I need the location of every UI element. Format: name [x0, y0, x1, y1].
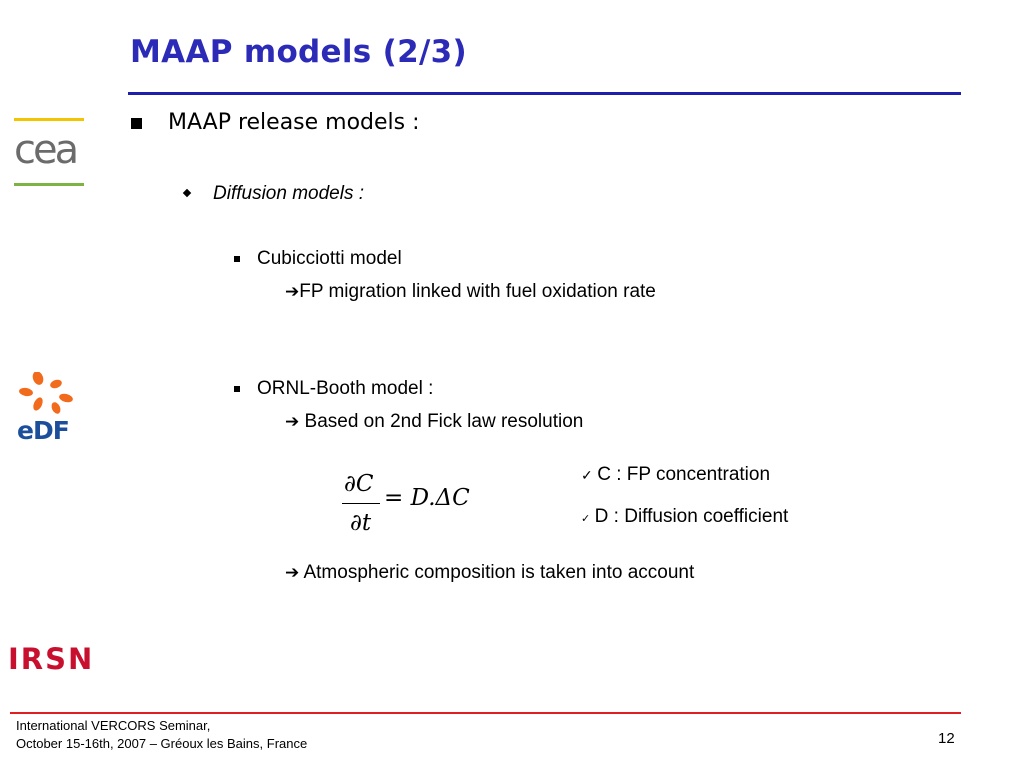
- edf-wordmark: eDF: [17, 416, 70, 445]
- definition-text: C : FP concentration: [597, 464, 771, 485]
- ornl-detail: ➔ Based on 2nd Fick law resolution: [285, 411, 583, 433]
- cea-top-line: [14, 118, 84, 121]
- cea-wordmark: cea: [14, 127, 79, 173]
- footer-line-2: October 15-16th, 2007 – Gréoux les Bains…: [16, 736, 308, 751]
- cea-logo: cea: [14, 116, 86, 190]
- checkmark-icon: ✓: [581, 513, 591, 525]
- ornl-label: ORNL-Booth model :: [257, 378, 434, 399]
- small-square-bullet-icon: [234, 386, 240, 392]
- edf-sun-icon: [19, 372, 73, 414]
- definition-item: ✓ D : Diffusion coefficient: [581, 506, 788, 528]
- small-square-bullet-icon: [234, 256, 240, 262]
- footer-line-1: International VERCORS Seminar,: [16, 718, 211, 733]
- footer-text: International VERCORS Seminar, October 1…: [16, 717, 307, 753]
- footer-divider: [10, 712, 961, 714]
- equation-rhs: = D.ΔC: [384, 485, 470, 511]
- ornl-detail-text: Based on 2nd Fick law resolution: [304, 411, 584, 432]
- equation-denominator: ∂t: [350, 510, 372, 536]
- cubicciotti-detail: ➔FP migration linked with fuel oxidation…: [285, 281, 656, 303]
- arrow-right-icon: ➔: [285, 563, 300, 583]
- arrow-right-icon: ➔: [285, 282, 300, 302]
- diamond-bullet-icon: [182, 188, 192, 198]
- equation-numerator: ∂C: [344, 471, 374, 497]
- definition-item: ✓ C : FP concentration: [581, 464, 770, 486]
- arrow-right-icon: ➔: [285, 412, 300, 432]
- cea-bottom-line: [14, 183, 84, 186]
- edf-logo: eDF: [16, 372, 82, 446]
- slide-title: MAAP models (2/3): [130, 34, 467, 70]
- equation-fraction-bar: [342, 503, 380, 504]
- cubicciotti-detail-text: FP migration linked with fuel oxidation …: [299, 281, 656, 302]
- checkmark-icon: ✓: [581, 467, 593, 483]
- atmospheric-text: Atmospheric composition is taken into ac…: [303, 562, 695, 583]
- definition-text: D : Diffusion coefficient: [594, 506, 789, 527]
- irsn-wordmark: IRSN: [8, 642, 95, 676]
- cubicciotti-label: Cubicciotti model: [257, 248, 402, 269]
- square-bullet-icon: [131, 118, 142, 129]
- page-number: 12: [938, 730, 955, 747]
- atmospheric-line: ➔ Atmospheric composition is taken into …: [285, 562, 694, 584]
- release-models-heading: MAAP release models :: [168, 110, 420, 135]
- irsn-logo: IRSN: [8, 642, 104, 678]
- title-divider: [128, 92, 961, 95]
- diffusion-models-heading: Diffusion models :: [213, 183, 365, 204]
